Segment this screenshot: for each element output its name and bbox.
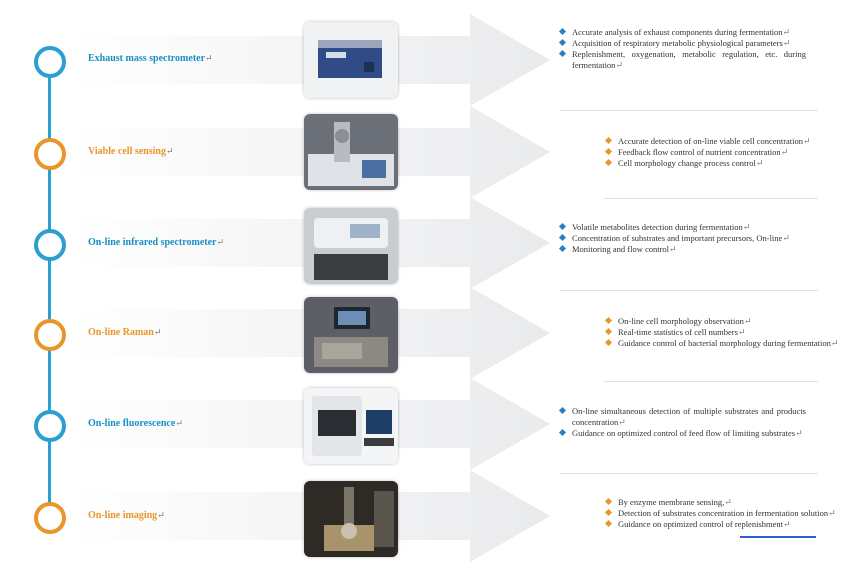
list-item: Guidance control of bacterial morphology… <box>604 338 852 349</box>
row-label: On-line fluorescence↵ <box>88 418 183 429</box>
row-label: On-line imaging↵ <box>88 510 165 521</box>
list-item: Acquisition of respiratory metabolic phy… <box>558 38 806 49</box>
list-item: Accurate detection of on-line viable cel… <box>604 136 844 147</box>
instrument-photo <box>304 481 398 557</box>
divider <box>560 110 818 111</box>
timeline-node <box>34 46 66 78</box>
list-item: On-line cell morphology observation↵ <box>604 316 852 327</box>
row-label: Exhaust mass spectrometer↵ <box>88 53 213 64</box>
bullet-list: Volatile metabolites detection during fe… <box>558 222 806 255</box>
divider <box>560 473 818 474</box>
instrument-photo <box>304 297 398 373</box>
row-exhaust-mass-spectrometer: Exhaust mass spectrometer↵ Accurate anal… <box>0 14 855 106</box>
bullet-list: Accurate detection of on-line viable cel… <box>604 136 844 169</box>
list-item: Real-time statistics of cell numbers↵ <box>604 327 852 338</box>
divider <box>560 290 818 291</box>
row-on-line-imaging: On-line imaging↵ By enzyme membrane sens… <box>0 470 855 562</box>
list-item: Guidance on optimized control of feed fl… <box>558 428 806 439</box>
divider <box>604 198 818 199</box>
list-item: Cell morphology change process control↵ <box>604 158 844 169</box>
list-item: By enzyme membrane sensing,↵ <box>604 497 852 508</box>
instrument-photo <box>304 114 398 190</box>
row-label: On-line Raman↵ <box>88 327 162 338</box>
timeline-node <box>34 229 66 261</box>
list-item: Accurate analysis of exhaust components … <box>558 27 806 38</box>
row-on-line-raman: On-line Raman↵ On-line cell morphology o… <box>0 287 855 379</box>
bullet-list: On-line cell morphology observation↵ Rea… <box>604 316 852 349</box>
divider <box>604 381 818 382</box>
row-label: Viable cell sensing↵ <box>88 146 174 157</box>
bullet-list: On-line simultaneous detection of multip… <box>558 406 806 439</box>
timeline-line <box>48 62 51 518</box>
list-item: Monitoring and flow control↵ <box>558 244 806 255</box>
bullet-list: Accurate analysis of exhaust components … <box>558 27 806 71</box>
row-label: On-line infrared spectrometer↵ <box>88 237 225 248</box>
list-item: Volatile metabolites detection during fe… <box>558 222 806 233</box>
timeline-node <box>34 319 66 351</box>
row-on-line-fluorescence: On-line fluorescence↵ On-line simultaneo… <box>0 378 855 470</box>
list-item: Guidance on optimized control of repleni… <box>604 519 852 530</box>
instrument-photo <box>304 208 398 284</box>
row-on-line-infrared-spectrometer: On-line infrared spectrometer↵ Volatile … <box>0 197 855 289</box>
bullet-list: By enzyme membrane sensing,↵ Detection o… <box>604 497 852 530</box>
timeline-node <box>34 502 66 534</box>
list-item: Concentration of substrates and importan… <box>558 233 806 244</box>
underline-mark <box>740 536 816 538</box>
timeline-node <box>34 410 66 442</box>
instrument-photo <box>304 388 398 464</box>
instrument-photo <box>304 22 398 98</box>
list-item: Feedback flow control of nutrient concen… <box>604 147 844 158</box>
list-item: On-line simultaneous detection of multip… <box>558 406 806 428</box>
list-item: Replenishment, oxygenation, metabolic re… <box>558 49 806 71</box>
row-viable-cell-sensing: Viable cell sensing↵ Accurate detection … <box>0 106 855 198</box>
timeline-node <box>34 138 66 170</box>
list-item: Detection of substrates concentration in… <box>604 508 852 519</box>
